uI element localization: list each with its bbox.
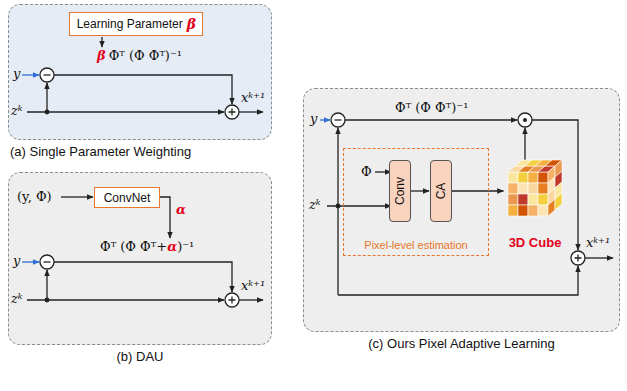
junction-dot: [336, 204, 340, 208]
cube-illustration: [508, 160, 562, 216]
wire: [524, 128, 525, 160]
parameter-symbol: β: [97, 49, 106, 63]
formula: Φᵀ (Φ Φᵀ)⁻¹: [395, 101, 468, 115]
wire: [375, 171, 391, 172]
panel-b-wires: [22, 197, 263, 307]
cube-cell: [538, 205, 548, 216]
wire: [61, 196, 93, 197]
conv-box: Conv: [389, 160, 411, 222]
cube-cell: [528, 205, 538, 216]
estimation-group: Pixel-level estimation Conv CA: [343, 148, 489, 256]
plus-symbol: [225, 293, 239, 307]
cube-cell: [508, 205, 518, 216]
signal-name: zᵏ: [11, 292, 23, 306]
output-arrow: [585, 257, 613, 258]
cube-cell: [518, 205, 528, 216]
panel-a-wires: [22, 37, 263, 119]
product-dot: [523, 118, 527, 122]
convnet-box: ConvNet: [94, 187, 160, 208]
minus-symbol: [40, 68, 54, 82]
product-symbol: [518, 113, 532, 127]
cube-cell: [538, 183, 548, 194]
module-label: Conv: [393, 177, 407, 205]
input-arrow: [320, 119, 330, 120]
input-arrow: [22, 74, 39, 75]
junction-dot: [45, 110, 49, 114]
input-arrow: [22, 261, 39, 262]
wire: [54, 262, 232, 292]
signal-name: y: [13, 254, 20, 268]
wire: [27, 299, 224, 300]
signal-name: xᵏ⁺¹: [241, 279, 265, 293]
parameter-symbol: β: [187, 16, 196, 32]
cube-cell: [528, 194, 538, 205]
formula: )⁻¹: [177, 240, 194, 254]
cube-cell: [538, 194, 548, 205]
output-arrow: [239, 299, 263, 300]
box-label: Learning Parameter: [77, 17, 183, 31]
junction-dot: [45, 298, 49, 302]
input-name: (y, Φ): [17, 190, 52, 204]
ca-box: CA: [430, 160, 452, 222]
cube-cell: [508, 183, 518, 194]
cube-node: 3D Cube: [505, 156, 566, 250]
cube-cell: [518, 183, 528, 194]
signal-name: zᵏ: [11, 104, 23, 118]
cube-cell: [518, 172, 528, 183]
minus-sign: [44, 74, 51, 75]
wire: [101, 37, 102, 47]
minus-sign: [44, 261, 51, 262]
parameter-symbol: α: [167, 240, 177, 254]
parameter-symbol: α: [176, 203, 186, 217]
panel-caption: (a) Single Parameter Weighting: [10, 144, 191, 159]
wire: [337, 128, 338, 295]
wire: [160, 197, 170, 238]
signal-name: Φ: [361, 165, 372, 179]
formula: Φᵀ (Φ Φᵀ)⁻¹: [109, 49, 182, 63]
output-arrow: [239, 111, 263, 112]
cube-cell: [518, 194, 528, 205]
plus-sign: [229, 297, 236, 304]
signal-name: y: [13, 67, 20, 81]
formula: Φᵀ (Φ Φᵀ+: [100, 240, 167, 254]
minus-symbol: [331, 113, 345, 127]
plus-sign: [575, 255, 582, 262]
wire: [532, 120, 578, 250]
wire: [27, 111, 224, 112]
panel-caption: (c) Ours Pixel Adaptive Learning: [368, 336, 554, 351]
signal-name: xᵏ⁺¹: [586, 236, 610, 250]
panel-c-wires: [320, 113, 613, 295]
cube-cell: [508, 194, 518, 205]
cube-cell: [548, 199, 555, 216]
cube-cell: [528, 183, 538, 194]
cube-cell: [538, 172, 548, 183]
module-label: CA: [434, 183, 448, 200]
cube-label: 3D Cube: [509, 235, 562, 250]
parameter-box: Learning Parameter β: [69, 12, 203, 36]
wire: [338, 266, 578, 295]
wire: [54, 75, 232, 104]
minus-symbol: [40, 255, 54, 269]
wire: [46, 270, 47, 300]
group-label: Pixel-level estimation: [344, 239, 488, 251]
plus-sign: [229, 109, 236, 116]
signal-name: xᵏ⁺¹: [241, 91, 265, 105]
signal-name: zᵏ: [309, 198, 321, 212]
minus-sign: [335, 119, 342, 120]
plus-symbol: [225, 105, 239, 119]
cube-cell: [555, 193, 562, 210]
plus-symbol: [571, 251, 585, 265]
wire: [345, 119, 517, 120]
panel-caption: (b) DAU: [117, 349, 164, 364]
cube-cell: [508, 172, 518, 183]
box-label: ConvNet: [104, 191, 151, 205]
connector-arrow: [452, 190, 504, 191]
cube-cell: [528, 172, 538, 183]
wire: [46, 83, 47, 112]
signal-name: y: [310, 112, 317, 126]
connector-arrow: [411, 190, 429, 191]
